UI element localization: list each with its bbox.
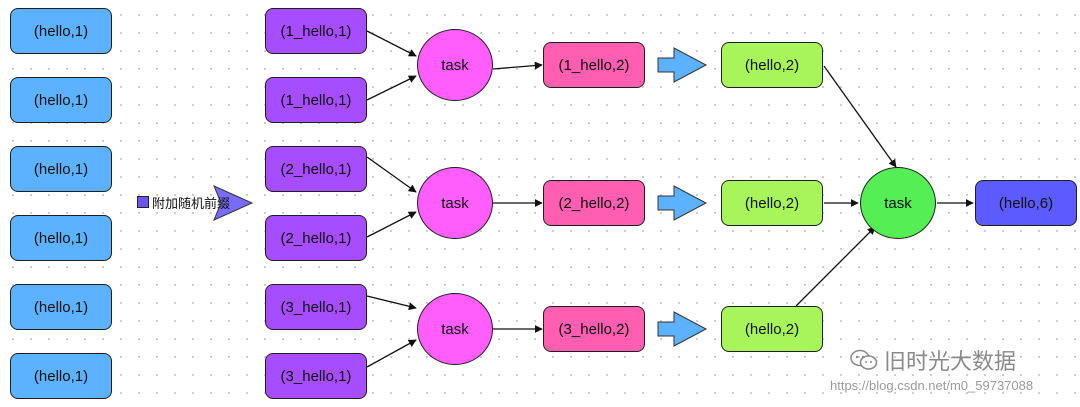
wechat-icon: [850, 349, 878, 370]
edge-prefixed-6-to-task-3: [366, 339, 417, 368]
block-arrow-2: [657, 185, 708, 221]
source-box-1: (hello,1): [10, 8, 112, 54]
edge-stripped-3-to-final-task: [795, 226, 876, 307]
edge-prefixed-2-to-task-1: [366, 75, 417, 101]
edge-task-1-to-result-1: [492, 61, 543, 70]
stage1-result-1: (1_hello,2): [543, 42, 645, 88]
edge-prefixed-3-to-task-2: [366, 156, 417, 193]
edge-stripped-1-to-final-task: [823, 65, 897, 168]
stripped-result-1: (hello,2): [721, 42, 823, 88]
prefixed-box-3: (2_hello,1): [265, 146, 367, 192]
prefix-label: 附加随机前缀: [152, 196, 231, 211]
edge-prefixed-4-to-task-2: [366, 211, 417, 238]
prefix-arrow-icon: [213, 185, 254, 221]
stage1-task-2: task: [417, 167, 493, 239]
source-box-3: (hello,1): [10, 146, 112, 192]
edge-prefixed-5-to-task-3: [366, 295, 417, 311]
block-arrow-3: [657, 311, 708, 347]
stripped-result-2: (hello,2): [721, 180, 823, 226]
prefixed-box-6: (3_hello,1): [265, 353, 367, 399]
edge-prefixed-1-to-task-1: [366, 30, 417, 57]
block-arrow-1: [657, 47, 708, 83]
final-result: (hello,6): [975, 180, 1077, 226]
source-box-5: (hello,1): [10, 284, 112, 330]
source-box-2: (hello,1): [10, 77, 112, 123]
prefix-legend-swatch: [137, 196, 149, 208]
watermark-brand: 旧时光大数据: [850, 344, 1016, 376]
stage1-task-1: task: [417, 29, 493, 101]
source-box-6: (hello,1): [10, 353, 112, 399]
prefixed-box-2: (1_hello,1): [265, 77, 367, 123]
prefixed-box-1: (1_hello,1): [265, 8, 367, 54]
stage1-result-2: (2_hello,2): [543, 180, 645, 226]
prefixed-box-5: (3_hello,1): [265, 284, 367, 330]
stripped-result-3: (hello,2): [721, 306, 823, 352]
stage1-result-3: (3_hello,2): [543, 306, 645, 352]
source-box-4: (hello,1): [10, 215, 112, 261]
final-task: task: [860, 167, 936, 239]
prefixed-box-4: (2_hello,1): [265, 215, 367, 261]
watermark-brand-text: 旧时光大数据: [884, 349, 1017, 374]
watermark-url: https://blog.csdn.net/m0_59737088: [830, 378, 1034, 393]
stage1-task-3: task: [417, 293, 493, 365]
